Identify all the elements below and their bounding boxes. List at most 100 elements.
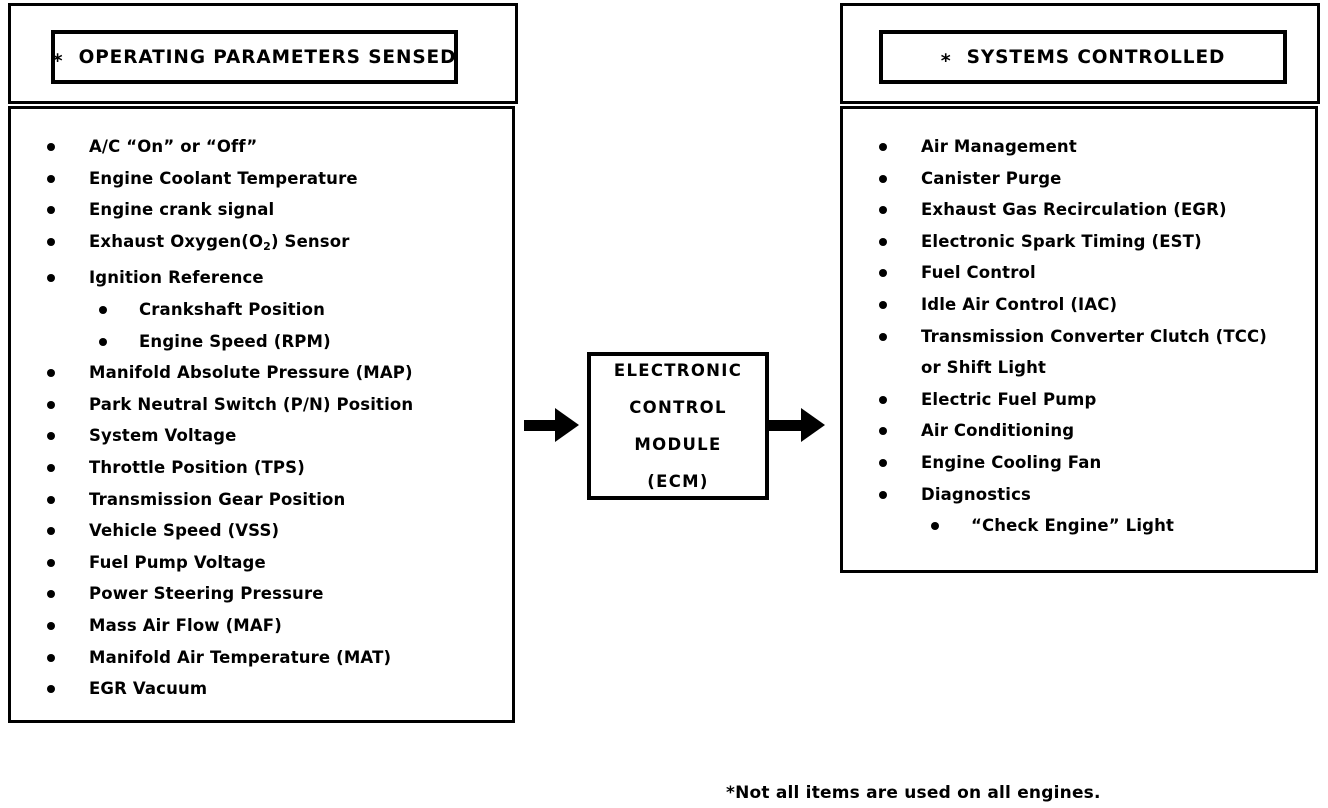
bullet-icon xyxy=(879,332,887,341)
sensed-item: Manifold Absolute Pressure (MAP) xyxy=(21,357,502,389)
sensed-item: Exhaust Oxygen(O2) Sensor xyxy=(21,226,502,263)
sensed-item: Park Neutral Switch (P/N) Position xyxy=(21,389,502,421)
bullet-icon xyxy=(99,337,107,346)
controlled-item: Diagnostics xyxy=(853,479,1305,511)
input-arrow xyxy=(524,408,579,442)
bullet-icon xyxy=(879,143,887,151)
bullet-icon xyxy=(879,395,887,404)
sensed-item: Engine Coolant Temperature xyxy=(21,163,502,195)
controlled-item: or Shift Light xyxy=(853,352,1305,384)
output-arrow-head xyxy=(801,408,825,442)
bullet-icon xyxy=(47,463,55,472)
bullet-icon xyxy=(47,274,55,283)
sensed-item-label: System Voltage xyxy=(89,426,237,446)
controlled-item: Electric Fuel Pump xyxy=(853,384,1305,416)
controlled-item-label: Exhaust Gas Recirculation (EGR) xyxy=(921,200,1227,220)
bullet-icon xyxy=(931,522,939,531)
controlled-item-label: Air Conditioning xyxy=(921,421,1075,441)
sensed-item: Crankshaft Position xyxy=(21,294,502,326)
input-arrow-head xyxy=(555,408,579,442)
sensed-item-label: Transmission Gear Position xyxy=(89,489,346,509)
sensed-item-label: Park Neutral Switch (P/N) Position xyxy=(89,394,414,414)
controlled-item-label: Electronic Spark Timing (EST) xyxy=(921,231,1202,251)
sensed-item: EGR Vacuum xyxy=(21,673,502,705)
bullet-icon xyxy=(879,174,887,183)
ecm-line-2: CONTROL xyxy=(629,398,727,417)
controlled-item-label: Transmission Converter Clutch (TCC) xyxy=(921,326,1267,346)
operating-parameters-list: A/C “On” or “Off” Engine Coolant Temperat… xyxy=(21,131,502,705)
sensed-item: Power Steering Pressure xyxy=(21,578,502,610)
bullet-icon xyxy=(879,206,887,215)
sensed-item: System Voltage xyxy=(21,420,502,452)
sensed-item: Engine crank signal xyxy=(21,194,502,226)
bullet-icon xyxy=(47,237,55,246)
sensed-item: Ignition Reference xyxy=(21,262,502,294)
controlled-item: “Check Engine” Light xyxy=(853,510,1305,542)
asterisk-marker: * xyxy=(940,49,951,72)
bullet-icon xyxy=(879,458,887,467)
controlled-item-label: Diagnostics xyxy=(921,484,1031,504)
bullet-icon xyxy=(47,653,55,662)
controlled-item-label: Idle Air Control (IAC) xyxy=(921,294,1118,314)
operating-parameters-list-panel: A/C “On” or “Off” Engine Coolant Temperat… xyxy=(8,106,515,723)
operating-parameters-title: OPERATING PARAMETERS SENSED xyxy=(78,46,457,68)
sensed-item-label: Power Steering Pressure xyxy=(89,584,324,604)
ecm-line-4: (ECM) xyxy=(647,472,709,491)
bullet-icon xyxy=(47,527,55,536)
bullet-icon xyxy=(879,269,887,278)
sensed-item: Mass Air Flow (MAF) xyxy=(21,610,502,642)
controlled-item: Air Conditioning xyxy=(853,415,1305,447)
bullet-icon xyxy=(47,206,55,215)
controlled-item: Exhaust Gas Recirculation (EGR) xyxy=(853,194,1305,226)
sensed-item-label: Mass Air Flow (MAF) xyxy=(89,615,282,635)
sensed-item-label: Engine crank signal xyxy=(89,200,275,220)
output-arrow xyxy=(769,408,825,442)
bullet-icon xyxy=(47,369,55,378)
sensed-item: Throttle Position (TPS) xyxy=(21,452,502,484)
sensed-item-label: Ignition Reference xyxy=(89,268,264,288)
ecm-line-3: MODULE xyxy=(634,435,722,454)
sensed-item-label: Throttle Position (TPS) xyxy=(89,457,305,477)
sensed-item-label: Engine Coolant Temperature xyxy=(89,168,358,188)
controlled-item-label: Fuel Control xyxy=(921,263,1036,283)
systems-controlled-title-plate: * SYSTEMS CONTROLLED xyxy=(879,30,1287,84)
bullet-icon xyxy=(879,490,887,499)
sensed-item: A/C “On” or “Off” xyxy=(21,131,502,163)
sensed-item-label: Vehicle Speed (VSS) xyxy=(89,521,280,541)
sensed-item-label: A/C “On” or “Off” xyxy=(89,137,258,156)
sensed-item-label: EGR Vacuum xyxy=(89,679,208,699)
bullet-icon xyxy=(47,590,55,599)
controlled-item: Engine Cooling Fan xyxy=(853,447,1305,479)
systems-controlled-header-panel: * SYSTEMS CONTROLLED xyxy=(840,3,1320,104)
asterisk-marker: * xyxy=(52,49,63,72)
bullet-icon xyxy=(47,432,55,441)
sensed-item: Transmission Gear Position xyxy=(21,484,502,516)
bullet-icon xyxy=(879,427,887,436)
sensed-item-label: Manifold Absolute Pressure (MAP) xyxy=(89,363,413,383)
electronic-control-module-box: ELECTRONIC CONTROL MODULE (ECM) xyxy=(587,352,769,500)
sensed-item: Vehicle Speed (VSS) xyxy=(21,515,502,547)
bullet-icon xyxy=(47,174,55,183)
bullet-icon xyxy=(879,237,887,246)
controlled-item: Canister Purge xyxy=(853,163,1305,195)
controlled-item: Transmission Converter Clutch (TCC) xyxy=(853,321,1305,353)
sensed-item: Manifold Air Temperature (MAT) xyxy=(21,642,502,674)
footnote-text: *Not all items are used on all engines. xyxy=(726,783,1101,803)
sensed-item-label: Crankshaft Position xyxy=(139,299,325,319)
controlled-item-label: Engine Cooling Fan xyxy=(921,452,1102,472)
bullet-icon xyxy=(47,558,55,567)
sensed-item: Engine Speed (RPM) xyxy=(21,326,502,358)
controlled-item: Fuel Control xyxy=(853,257,1305,289)
sensed-item-label: Manifold Air Temperature (MAT) xyxy=(89,647,392,667)
operating-parameters-header-panel: * OPERATING PARAMETERS SENSED xyxy=(8,3,518,104)
ecm-line-1: ELECTRONIC xyxy=(613,361,743,380)
sensed-item-label: Fuel Pump Voltage xyxy=(89,552,266,572)
bullet-icon xyxy=(47,400,55,409)
sensed-item-label: Engine Speed (RPM) xyxy=(139,331,331,351)
bullet-icon xyxy=(879,300,887,309)
operating-parameters-title-plate: * OPERATING PARAMETERS SENSED xyxy=(51,30,458,84)
input-arrow-shaft xyxy=(524,419,556,431)
bullet-icon xyxy=(47,621,55,630)
output-arrow-shaft xyxy=(769,419,802,431)
